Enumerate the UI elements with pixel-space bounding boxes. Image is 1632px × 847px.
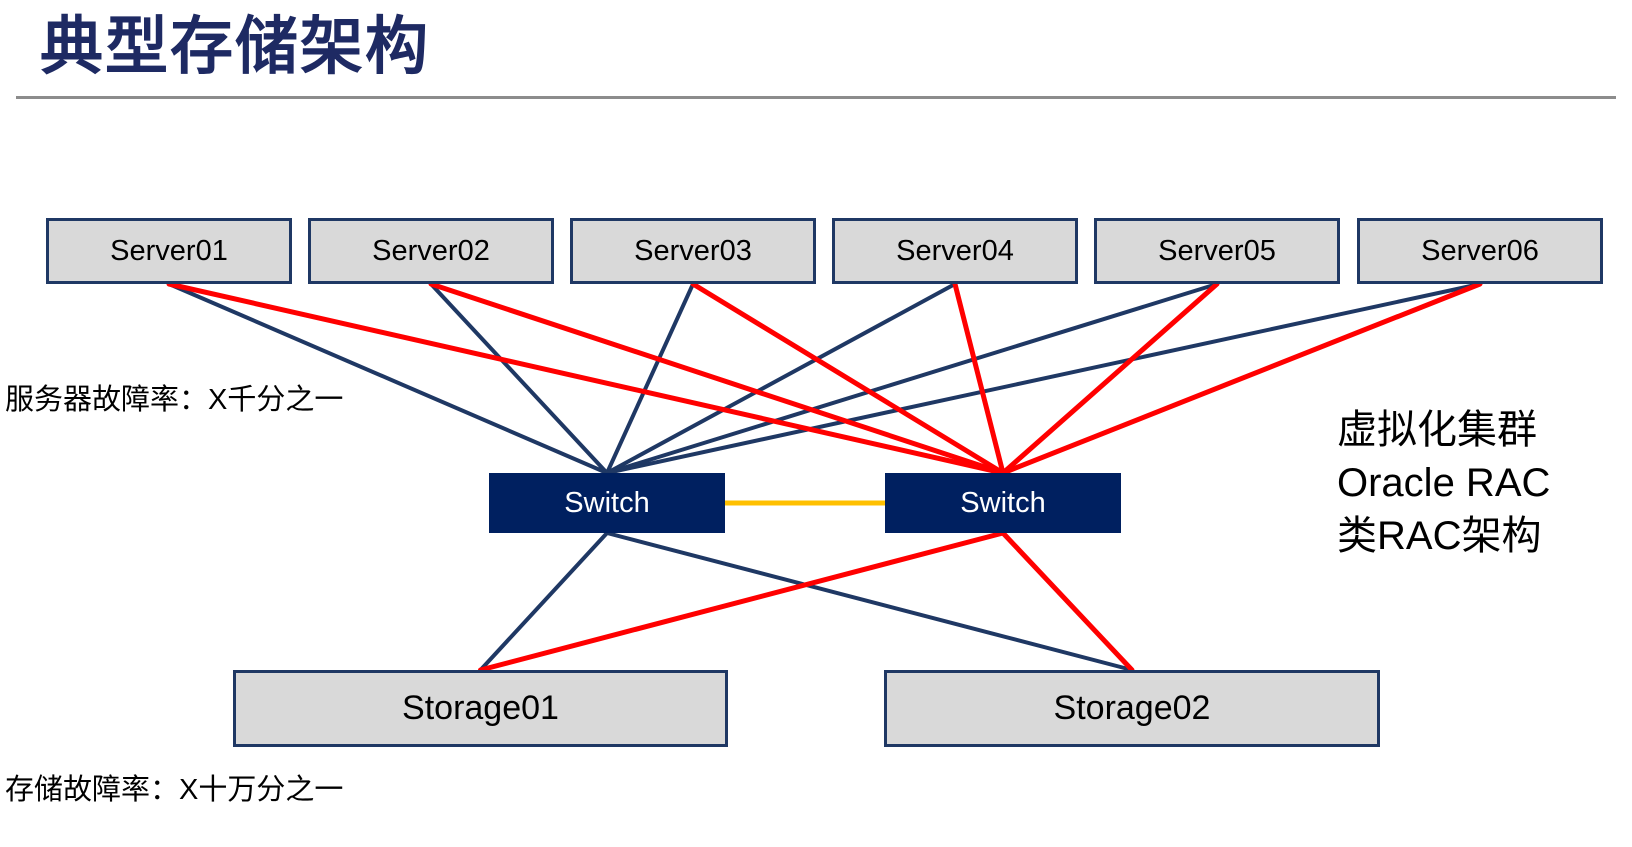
link-switch1-storage02 — [605, 531, 1134, 672]
cluster-note-line-2: Oracle RAC — [1337, 461, 1551, 505]
storage02-label: Storage02 — [1053, 689, 1211, 727]
server02-label: Server02 — [372, 234, 490, 267]
server06-label: Server06 — [1421, 234, 1539, 267]
server01-label: Server01 — [110, 234, 228, 267]
slide-title: 典型存储架构 — [40, 12, 430, 82]
switch1-box: Switch — [489, 473, 725, 533]
link-server05-switch2 — [1000, 281, 1220, 476]
server-failure-rate-note: 服务器故障率：X千分之一 — [5, 384, 344, 416]
link-server02-switch2 — [428, 281, 1006, 476]
title-divider — [16, 96, 1616, 99]
server06-box: Server06 — [1357, 218, 1603, 284]
server05-box: Server05 — [1094, 218, 1340, 284]
link-switch2-storage02 — [1000, 530, 1135, 673]
server03-label: Server03 — [634, 234, 752, 267]
server02-box: Server02 — [308, 218, 554, 284]
link-switch1-storage01 — [478, 531, 609, 672]
server05-label: Server05 — [1158, 234, 1276, 267]
server03-box: Server03 — [570, 218, 816, 284]
storage02-box: Storage02 — [884, 670, 1380, 747]
storage01-box: Storage01 — [233, 670, 728, 747]
link-switch2-storage01 — [478, 530, 1006, 673]
link-server03-switch1 — [605, 282, 695, 475]
cluster-note-line-3: 类RAC架构 — [1337, 514, 1542, 558]
switch2-box: Switch — [885, 473, 1121, 533]
cluster-architecture-note: 虚拟化集群 Oracle RAC 类RAC架构 — [1337, 404, 1550, 563]
link-server03-switch2 — [690, 281, 1006, 476]
link-server01-switch2 — [166, 281, 1006, 476]
storage-failure-rate-note: 存储故障率：X十万分之一 — [5, 774, 344, 806]
link-server04-switch1 — [605, 282, 957, 475]
server04-label: Server04 — [896, 234, 1014, 267]
link-server01-switch1 — [167, 282, 609, 475]
cluster-note-line-1: 虚拟化集群 — [1337, 408, 1537, 452]
server01-box: Server01 — [46, 218, 292, 284]
storage01-label: Storage01 — [402, 689, 559, 727]
link-server04-switch2 — [952, 281, 1006, 476]
link-server06-switch1 — [605, 282, 1482, 475]
switch1-label: Switch — [564, 486, 650, 519]
link-server06-switch2 — [1000, 281, 1483, 476]
link-server05-switch1 — [605, 282, 1219, 475]
link-server02-switch1 — [429, 282, 609, 475]
server04-box: Server04 — [832, 218, 1078, 284]
switch2-label: Switch — [960, 486, 1046, 519]
